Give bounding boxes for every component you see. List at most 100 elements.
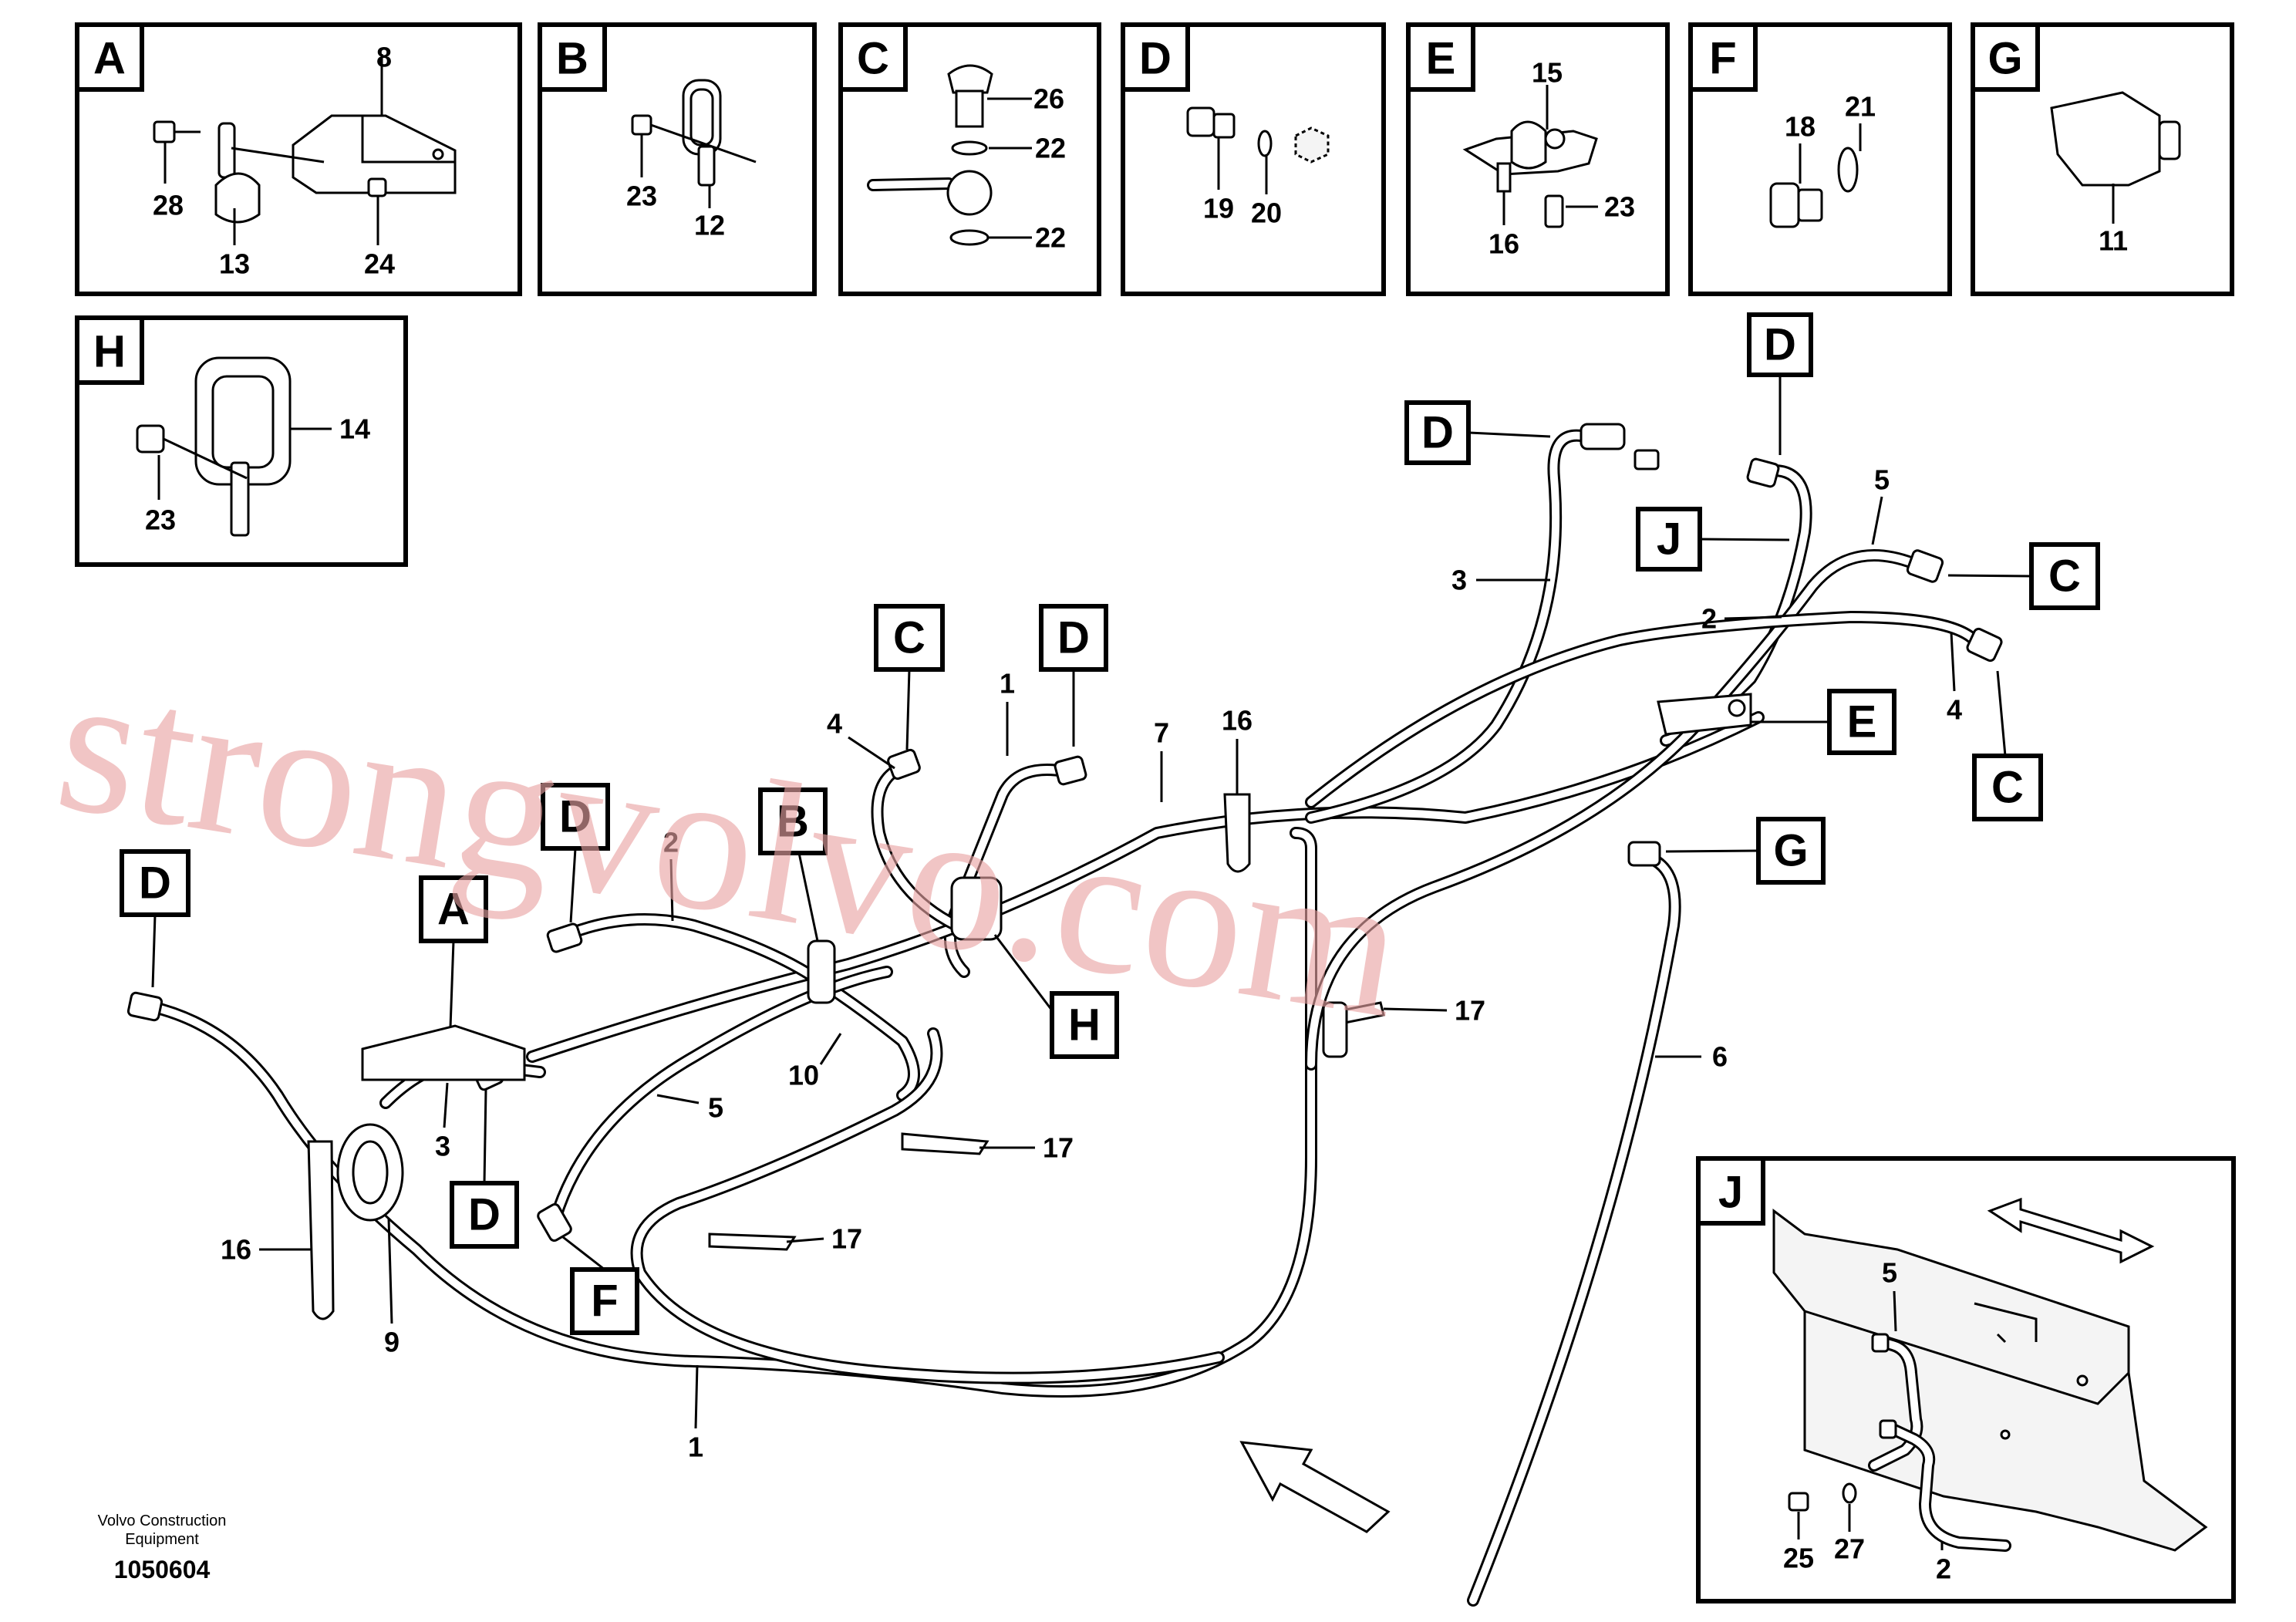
detail-box-f: F 18 21 <box>1688 22 1952 296</box>
part-number-23: 23 <box>1604 191 1635 223</box>
washer-part <box>951 140 988 156</box>
detail-box-e: E 15 23 16 <box>1406 22 1670 296</box>
part-number-17-a: 17 <box>1043 1132 1074 1164</box>
tie-17-part-b <box>708 1233 797 1251</box>
detail-box-j: J 5 25 27 2 <box>1696 1156 2236 1603</box>
protective-cap-part <box>2050 91 2181 187</box>
drawing-number: 1050604 <box>114 1556 211 1583</box>
part-number-10: 10 <box>788 1060 819 1091</box>
part-number-8: 8 <box>376 42 392 73</box>
part-number-13: 13 <box>219 248 250 280</box>
part-number-2-left: 2 <box>663 827 679 858</box>
part-number-9: 9 <box>384 1327 400 1358</box>
part-number-5-left: 5 <box>708 1092 723 1124</box>
detail-box-a: A 8 28 13 24 <box>75 22 522 296</box>
tag-c-right-upper: C <box>2048 551 2081 602</box>
detail-box-g-letter: G <box>1988 34 2022 84</box>
company-name-line1: Volvo Construction <box>98 1512 227 1529</box>
hose-5 <box>1305 549 1919 1071</box>
part-number-7: 7 <box>1154 717 1169 749</box>
part-number-3-bottom: 3 <box>435 1131 450 1162</box>
double-clamp-part <box>1462 120 1598 193</box>
e-clamp-part <box>1657 693 1752 736</box>
hose-1-upper <box>944 764 1070 978</box>
tag-b: B <box>777 797 809 847</box>
part-number-27: 27 <box>1834 1533 1865 1565</box>
seal-washer-part <box>1837 147 1859 193</box>
cable-tie-part-center <box>1223 793 1251 873</box>
part-number-20: 20 <box>1251 197 1282 229</box>
part-number-16-center: 16 <box>1222 705 1253 737</box>
part-number-23: 23 <box>626 180 657 212</box>
part-number-22: 22 <box>1035 133 1066 164</box>
detail-box-h-letter: H <box>93 327 126 377</box>
detail-box-c-letter: C <box>857 34 889 84</box>
bolt-part <box>136 424 165 454</box>
part-number-22-lower: 22 <box>1035 222 1066 254</box>
part-number-23: 23 <box>145 504 176 536</box>
part-number-16-left: 16 <box>221 1234 251 1266</box>
plug-fitting-part <box>1769 182 1823 228</box>
screw-part <box>1544 194 1564 228</box>
part-number-4-right: 4 <box>1947 694 1962 726</box>
part-number-5: 5 <box>1882 1257 1897 1289</box>
part-number-12: 12 <box>694 210 725 241</box>
tag-a: A <box>437 885 470 935</box>
part-number-25: 25 <box>1783 1543 1814 1574</box>
part-number-19: 19 <box>1203 193 1234 224</box>
detail-box-a-letter: A <box>93 34 126 84</box>
detail-box-h: H 14 23 <box>75 315 408 567</box>
tag-c-right-lower: C <box>1991 763 2024 813</box>
bracket-part <box>292 114 457 194</box>
part-number-21: 21 <box>1845 91 1876 123</box>
tie-17-part-a <box>901 1132 990 1155</box>
small-bolt-part <box>367 177 387 197</box>
part-number-14: 14 <box>339 413 370 445</box>
tag-h: H <box>1068 1000 1101 1050</box>
cable-tie-part <box>307 1140 335 1320</box>
detail-box-j-letter: J <box>1718 1168 1743 1218</box>
banjo-bolt-part <box>947 64 993 128</box>
footer: Volvo Construction Equipment 1050604 <box>98 1512 227 1583</box>
tag-d-lower: D <box>468 1190 501 1240</box>
part-number-2-right: 2 <box>1701 603 1717 635</box>
hose-7 <box>526 711 1765 1063</box>
main-tags: D D J C C E C D G D <box>120 312 2100 1335</box>
banjo-fitting-part <box>946 170 993 216</box>
part-number-5-right: 5 <box>1874 464 1890 496</box>
detail-box-b: B 23 12 <box>538 22 817 296</box>
hose-6 <box>1467 850 1681 1607</box>
detail-box-e-letter: E <box>1426 34 1456 84</box>
tag-d-left: D <box>139 858 171 909</box>
part-number-15: 15 <box>1532 57 1563 89</box>
tag-g: G <box>1773 826 1808 876</box>
double-arrow-icon <box>1987 1197 2155 1264</box>
part-number-4-left: 4 <box>827 708 842 740</box>
h-clamp-part <box>950 876 1003 941</box>
detail-box-g: G 11 <box>1971 22 2234 296</box>
part-number-16: 16 <box>1489 228 1519 260</box>
part-number-17-c: 17 <box>1455 995 1485 1027</box>
part-number-2: 2 <box>1936 1553 1951 1585</box>
part-number-26: 26 <box>1033 83 1064 115</box>
part-number-1-top: 1 <box>1000 668 1015 700</box>
part-number-18: 18 <box>1785 111 1816 143</box>
rubber-grommet-clamp-part <box>194 356 292 537</box>
tag-j: J <box>1657 514 1681 565</box>
washer-part <box>1842 1482 1857 1504</box>
clamp-part <box>214 122 325 224</box>
part-number-28: 28 <box>153 190 184 221</box>
hose-4-left <box>871 765 963 932</box>
detail-box-f-letter: F <box>1709 34 1736 84</box>
tag-f: F <box>591 1276 618 1327</box>
part-number-6: 6 <box>1712 1041 1728 1073</box>
detail-box-d: D 19 20 <box>1121 22 1386 296</box>
nut-part <box>1294 126 1330 164</box>
tag-d-upper-left: D <box>559 792 592 842</box>
washer-part-lower <box>949 229 990 246</box>
hose-3 <box>1305 429 1587 824</box>
hose-4 <box>1305 611 1981 808</box>
part-number-1-bottom: 1 <box>688 1431 703 1463</box>
